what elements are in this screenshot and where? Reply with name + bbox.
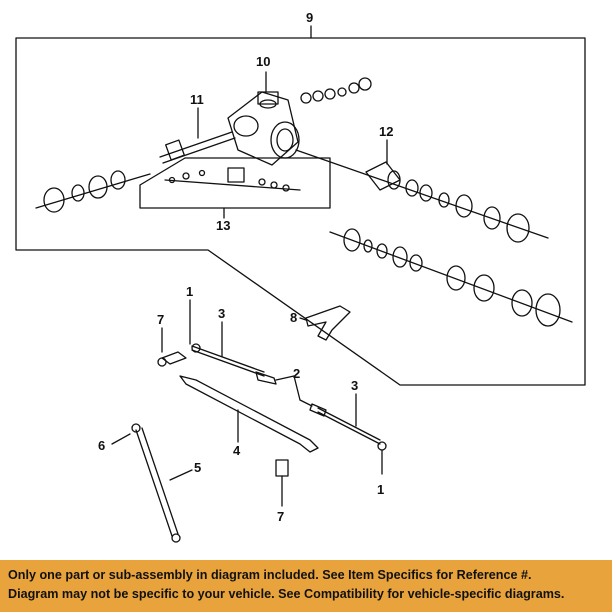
disclaimer-line-1: Only one part or sub-assembly in diagram… (8, 568, 532, 582)
rack-piston (365, 139, 530, 243)
adjuster-sleeve (255, 371, 327, 417)
tie-rod-left (189, 299, 265, 377)
parts-diagram: 9 10 11 12 13 1 3 8 7 2 3 4 6 5 1 7 (15, 10, 586, 543)
callout-7-top: 7 (157, 312, 164, 327)
left-end-cap (35, 170, 151, 213)
callout-1-top: 1 (186, 284, 193, 299)
steering-damper (111, 423, 193, 543)
callout-4: 4 (233, 443, 241, 458)
callout-8: 8 (290, 310, 297, 325)
idler-arm (299, 305, 351, 341)
tie-rod-right (317, 393, 387, 475)
callout-6: 6 (98, 438, 105, 453)
steering-gear-frame (15, 37, 586, 386)
callout-7-bottom: 7 (277, 509, 284, 524)
disclaimer-banner: Only one part or sub-assembly in diagram… (0, 560, 612, 612)
steering-gear-housing (227, 71, 300, 166)
center-link (179, 375, 319, 453)
tie-rod-end-top (157, 327, 187, 367)
valve-components (164, 167, 301, 192)
callout-1-bottom: 1 (377, 482, 384, 497)
tie-rod-end-bottom (275, 459, 289, 507)
lower-seal-row (329, 228, 573, 327)
callout-10: 10 (256, 54, 270, 69)
callout-3-right: 3 (351, 378, 358, 393)
disclaimer-line-2: Diagram may not be specific to your vehi… (8, 587, 565, 601)
input-shaft (159, 107, 236, 164)
rack-axis (295, 149, 549, 239)
callout-11: 11 (190, 92, 204, 107)
callout-9: 9 (306, 10, 313, 25)
callout-13: 13 (216, 218, 230, 233)
valve-subframe (139, 157, 331, 219)
seal-kit-top (300, 77, 372, 104)
callout-5: 5 (194, 460, 201, 475)
callout-12: 12 (379, 124, 393, 139)
callout-2: 2 (293, 366, 300, 381)
callout-3-left: 3 (218, 306, 225, 321)
callout-labels: 9 10 11 12 13 1 3 8 7 2 3 4 6 5 1 7 (98, 10, 393, 524)
